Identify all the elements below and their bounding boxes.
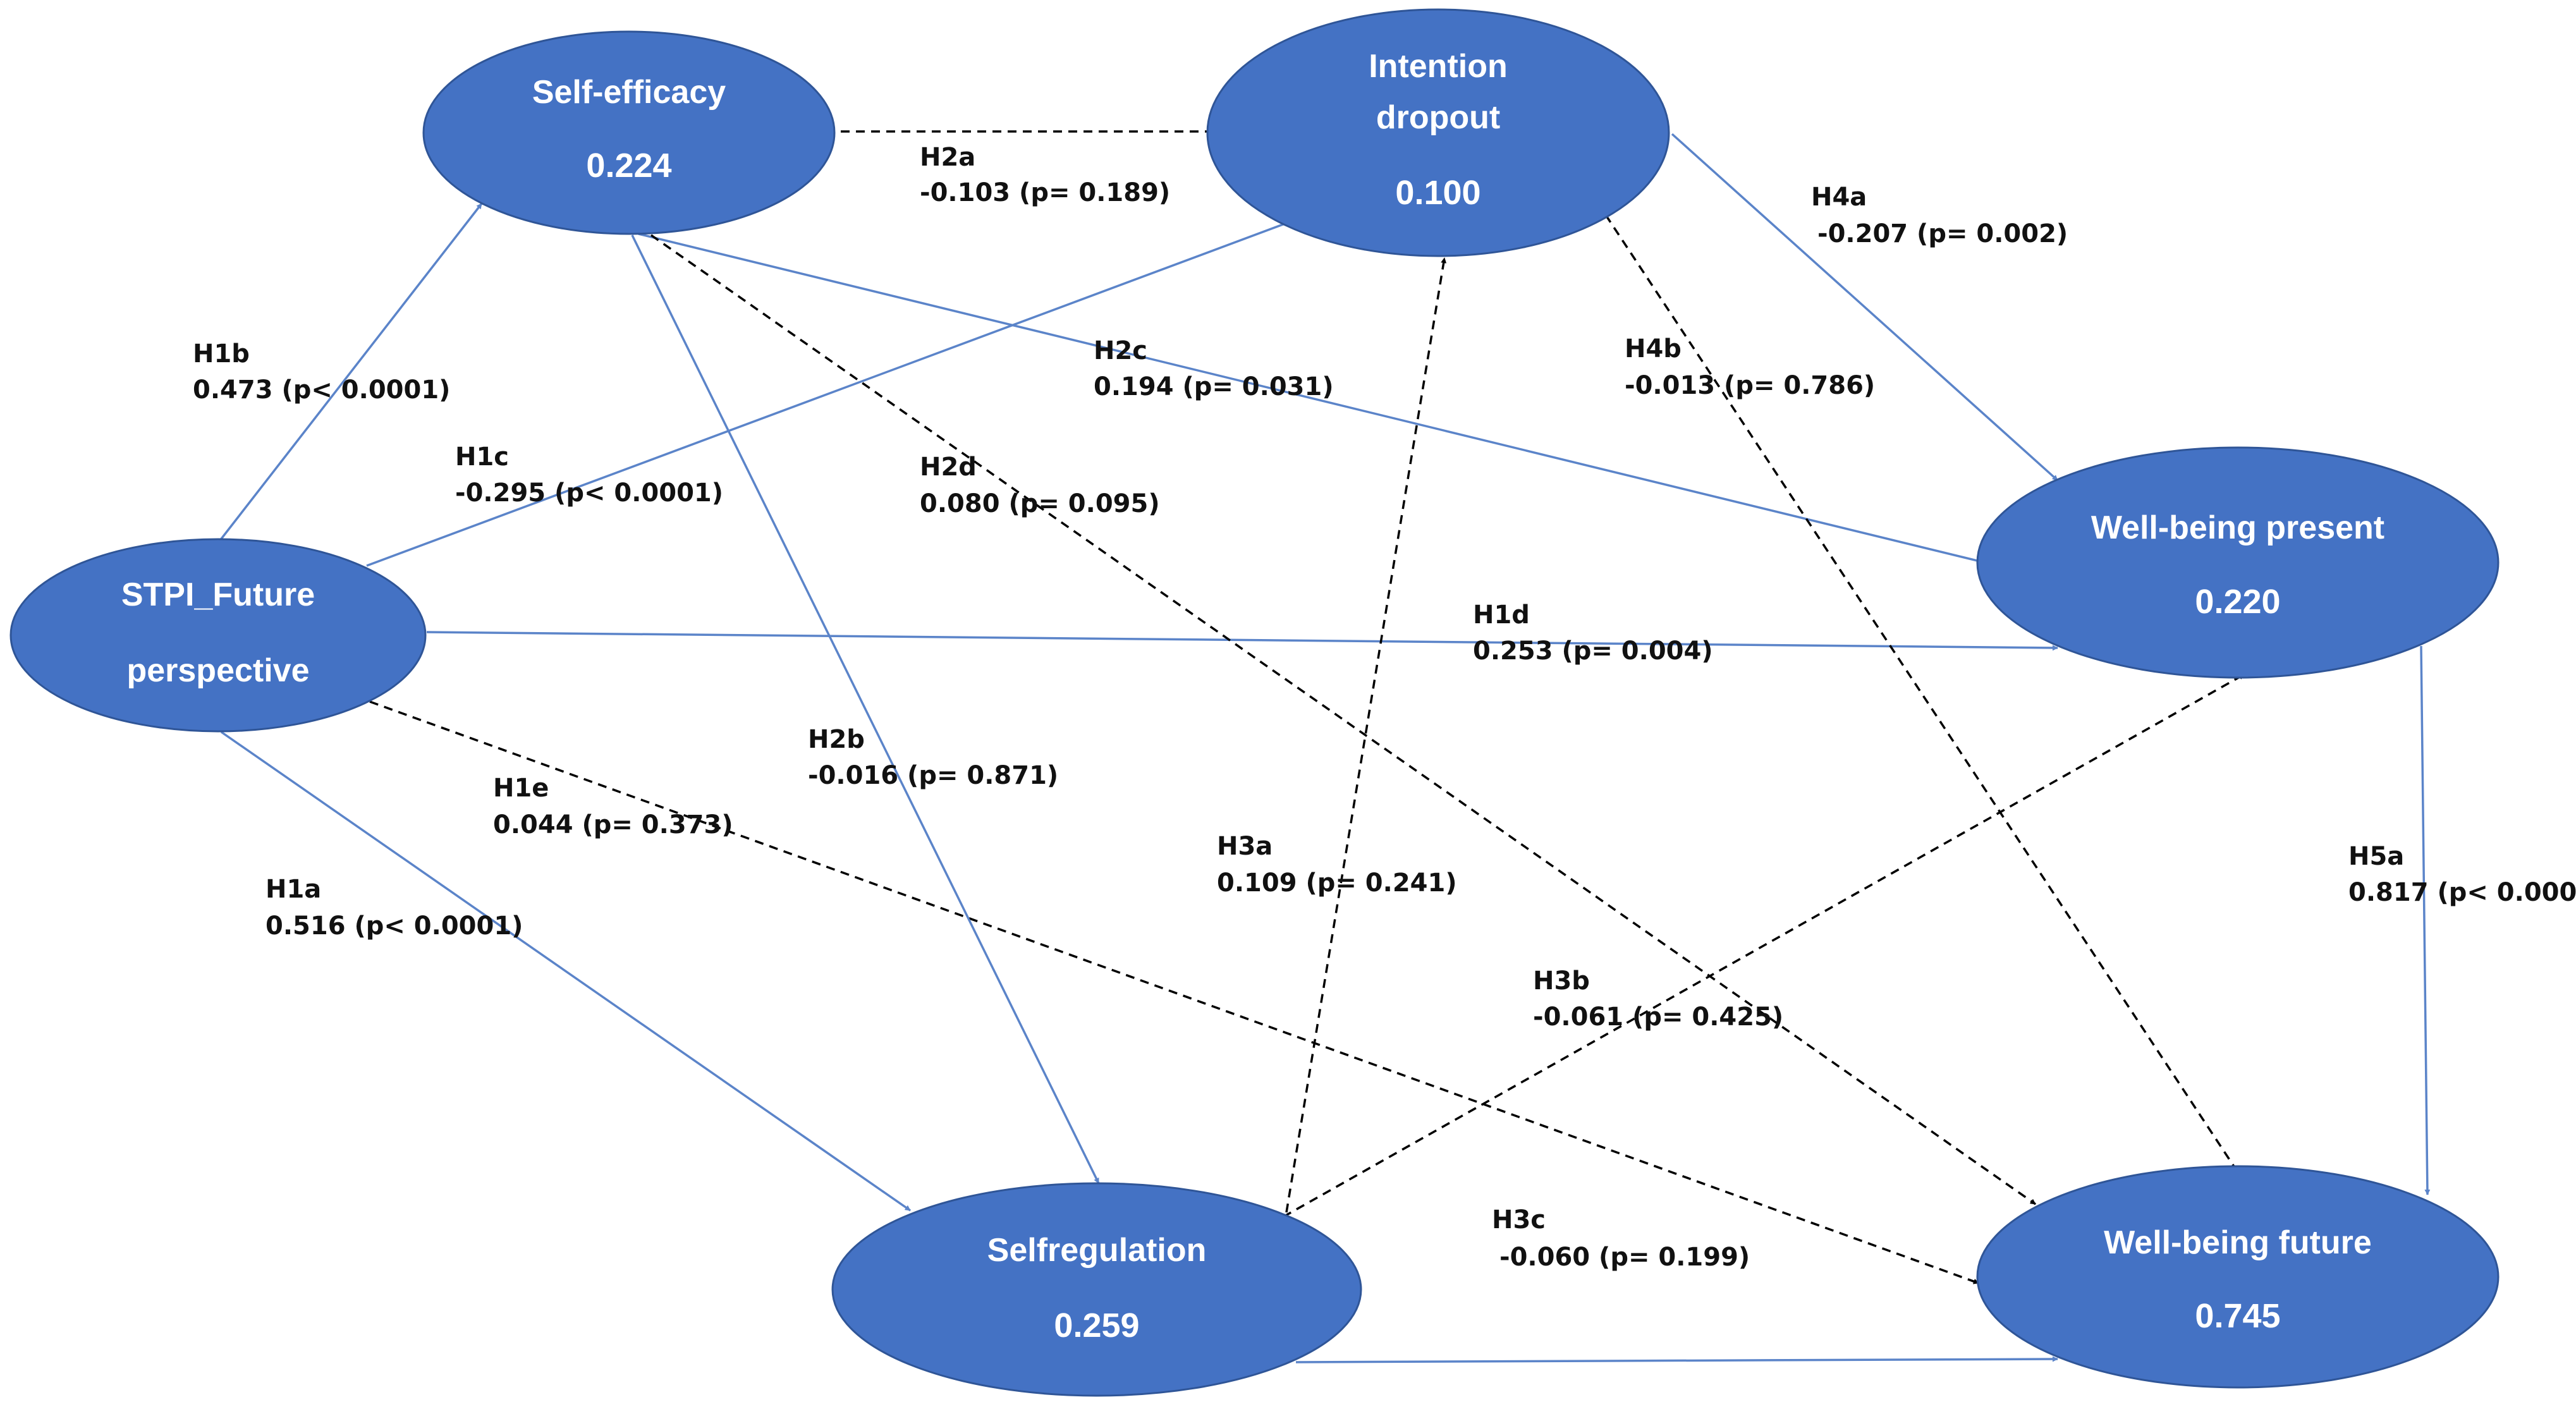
label-h1a-id: H1a — [266, 875, 321, 904]
label-h2b-stat: -0.016 (p= 0.871) — [808, 761, 1058, 790]
label-h3b-id: H3b — [1533, 966, 1590, 996]
label-h5a-stat: 0.817 (p< 0.0001) — [2348, 878, 2576, 907]
label-h2d-id: H2d — [920, 453, 977, 482]
label-h2a-id: H2a — [920, 143, 975, 172]
label-h2b-id: H2b — [808, 725, 865, 754]
label-h1b-stat: 0.473 (p< 0.0001) — [193, 375, 450, 405]
label-h5a-id: H5a — [2348, 842, 2404, 871]
edge-h5a — [2420, 645, 2431, 1195]
node-selfregulation: Selfregulation 0.259 — [831, 1182, 1362, 1397]
node-selfregulation-value: 0.259 — [1054, 1307, 1139, 1344]
edge-h3b — [1283, 673, 2245, 1218]
node-well-being-present-value: 0.220 — [2195, 583, 2280, 621]
label-h3b-stat: -0.061 (p= 0.425) — [1533, 1003, 1783, 1032]
edge-h4b — [1604, 214, 2242, 1178]
label-h4a-id: H4a — [1811, 183, 1867, 212]
node-stpi-future: STPI_Future perspective — [9, 538, 427, 733]
edge-labels: H2a -0.103 (p= 0.189) H4a -0.207 (p= 0.0… — [193, 143, 2576, 1272]
node-stpi-future-shape — [9, 538, 427, 733]
label-h4b-stat: -0.013 (p= 0.786) — [1625, 371, 1875, 400]
edge-h1a — [221, 731, 911, 1212]
edges — [219, 128, 2431, 1363]
node-intention-dropout-shape — [1206, 8, 1670, 257]
label-h1c-id: H1c — [455, 442, 509, 472]
label-h1a-stat: 0.516 (p< 0.0001) — [266, 911, 523, 941]
label-h2d-stat: 0.080 (p= 0.095) — [920, 489, 1160, 518]
edge-h1c — [366, 214, 1309, 567]
label-h1e-stat: 0.044 (p= 0.373) — [493, 810, 733, 839]
label-h1b-id: H1b — [193, 339, 250, 369]
node-intention-dropout-value: 0.100 — [1395, 174, 1480, 212]
node-selfregulation-shape — [831, 1182, 1362, 1397]
edge-h3c — [1295, 1356, 2058, 1363]
label-h1e-id: H1e — [493, 774, 549, 803]
label-h1d-id: H1d — [1473, 600, 1530, 630]
label-h2c-stat: 0.194 (p= 0.031) — [1094, 372, 1334, 401]
node-selfregulation-label: Selfregulation — [987, 1232, 1207, 1269]
edge-h2d — [650, 234, 2037, 1205]
node-stpi-future-label-line2: perspective — [126, 652, 309, 689]
label-h4a-stat: -0.207 (p= 0.002) — [1817, 219, 2068, 248]
edge-h2b — [631, 235, 1100, 1184]
node-well-being-future: Well-being future 0.745 — [1976, 1165, 2500, 1389]
edge-h1e — [369, 700, 1979, 1284]
node-self-efficacy-label: Self-efficacy — [532, 74, 726, 111]
label-h3c-stat: -0.060 (p= 0.199) — [1499, 1243, 1750, 1272]
label-h1d-stat: 0.253 (p= 0.004) — [1473, 637, 1713, 666]
node-intention-dropout: Intention dropout 0.100 — [1206, 8, 1670, 257]
node-well-being-future-label: Well-being future — [2104, 1224, 2372, 1261]
edge-h1b — [219, 202, 483, 542]
node-well-being-present-label: Well-being present — [2091, 509, 2384, 546]
edge-h4a — [1671, 133, 2059, 482]
node-well-being-present-shape — [1976, 446, 2500, 679]
node-well-being-present: Well-being present 0.220 — [1976, 446, 2500, 679]
node-intention-dropout-label-line1: Intention — [1369, 48, 1508, 85]
label-h2c-id: H2c — [1094, 336, 1147, 365]
label-h1c-stat: -0.295 (p< 0.0001) — [455, 479, 723, 508]
node-well-being-future-value: 0.745 — [2195, 1297, 2280, 1335]
label-h4b-id: H4b — [1625, 334, 1682, 363]
node-self-efficacy: Self-efficacy 0.224 — [422, 30, 836, 235]
node-self-efficacy-value: 0.224 — [586, 147, 671, 185]
edge-h1d — [426, 631, 2058, 651]
node-intention-dropout-label-line2: dropout — [1376, 99, 1500, 136]
label-h3c-id: H3c — [1492, 1205, 1546, 1234]
node-self-efficacy-shape — [422, 30, 836, 235]
label-h2a-stat: -0.103 (p= 0.189) — [920, 178, 1170, 207]
label-h3a-id: H3a — [1217, 832, 1273, 861]
label-h3a-stat: 0.109 (p= 0.241) — [1217, 869, 1457, 898]
edge-h2c — [638, 233, 1986, 564]
node-well-being-future-shape — [1976, 1165, 2500, 1389]
edge-h3a — [1285, 257, 1447, 1213]
node-stpi-future-label-line1: STPI_Future — [121, 576, 315, 613]
